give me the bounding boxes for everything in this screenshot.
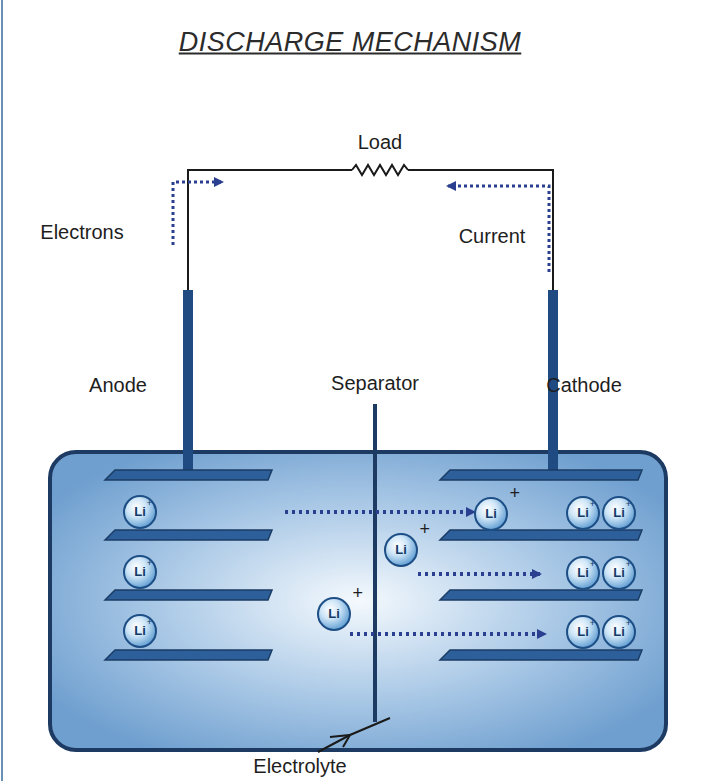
electrode-plate (440, 590, 642, 600)
leader-line (330, 735, 350, 747)
electrode-plate (440, 650, 642, 660)
resistor-symbol (352, 165, 408, 175)
cathode-terminal (548, 448, 558, 472)
ion-flow-arrow (285, 510, 474, 514)
part-label: Cathode (546, 374, 622, 397)
ion-charge: + (626, 499, 631, 509)
lithium-ion: Li+ (474, 497, 508, 531)
lithium-ion: Li+ (566, 496, 600, 530)
lithium-ion: Li+ (123, 555, 157, 589)
ion-charge: + (352, 583, 363, 604)
lithium-ion: Li+ (384, 533, 418, 567)
lithium-ion: Li+ (602, 556, 636, 590)
lithium-ion: Li+ (317, 597, 351, 631)
ion-symbol: Li (476, 499, 506, 529)
lithium-ion: Li+ (566, 615, 600, 649)
separator-line (373, 404, 377, 722)
electrode-plate (105, 590, 272, 600)
electrode-plate (440, 530, 642, 540)
frame-line (1, 0, 3, 781)
circuit-wire (188, 170, 553, 300)
part-label: Electrons (40, 221, 123, 244)
part-label: Electrolyte (253, 755, 346, 778)
ion-charge: + (626, 559, 631, 569)
ion-charge: + (147, 617, 152, 627)
electrode-plate (440, 470, 642, 480)
ion-charge: + (147, 558, 152, 568)
lithium-ion: Li+ (602, 615, 636, 649)
part-label: Separator (331, 372, 419, 395)
ion-symbol: Li (319, 599, 349, 629)
ion-charge: + (419, 519, 430, 540)
lithium-ion: Li+ (566, 556, 600, 590)
ion-charge: + (147, 498, 152, 508)
lithium-ion: Li+ (602, 496, 636, 530)
electrode-plate (105, 470, 272, 480)
electrolyte-container (50, 452, 666, 750)
electrode-plate (105, 650, 272, 660)
ion-flow-arrow (418, 572, 540, 576)
electron-flow-arrow (173, 182, 222, 245)
part-label: Current (459, 225, 526, 248)
anode-terminal (183, 448, 193, 472)
electrode-plates (105, 470, 642, 660)
ion-symbol: Li (386, 535, 416, 565)
current-flow-arrow (448, 186, 549, 272)
ion-charge: + (590, 618, 595, 628)
ion-charge: + (590, 499, 595, 509)
electrode-plate (105, 530, 272, 540)
anode-terminal (183, 290, 193, 470)
lithium-ion: Li+ (123, 495, 157, 529)
ion-flow-arrow (350, 632, 545, 636)
ion-charge: + (509, 483, 520, 504)
ion-charge: + (626, 618, 631, 628)
diagram-title: DISCHARGE MECHANISM (179, 27, 522, 58)
leader-line (318, 718, 390, 752)
part-label: Anode (89, 374, 147, 397)
part-label: Load (358, 131, 403, 154)
lithium-ion: Li+ (123, 614, 157, 648)
ion-charge: + (590, 559, 595, 569)
